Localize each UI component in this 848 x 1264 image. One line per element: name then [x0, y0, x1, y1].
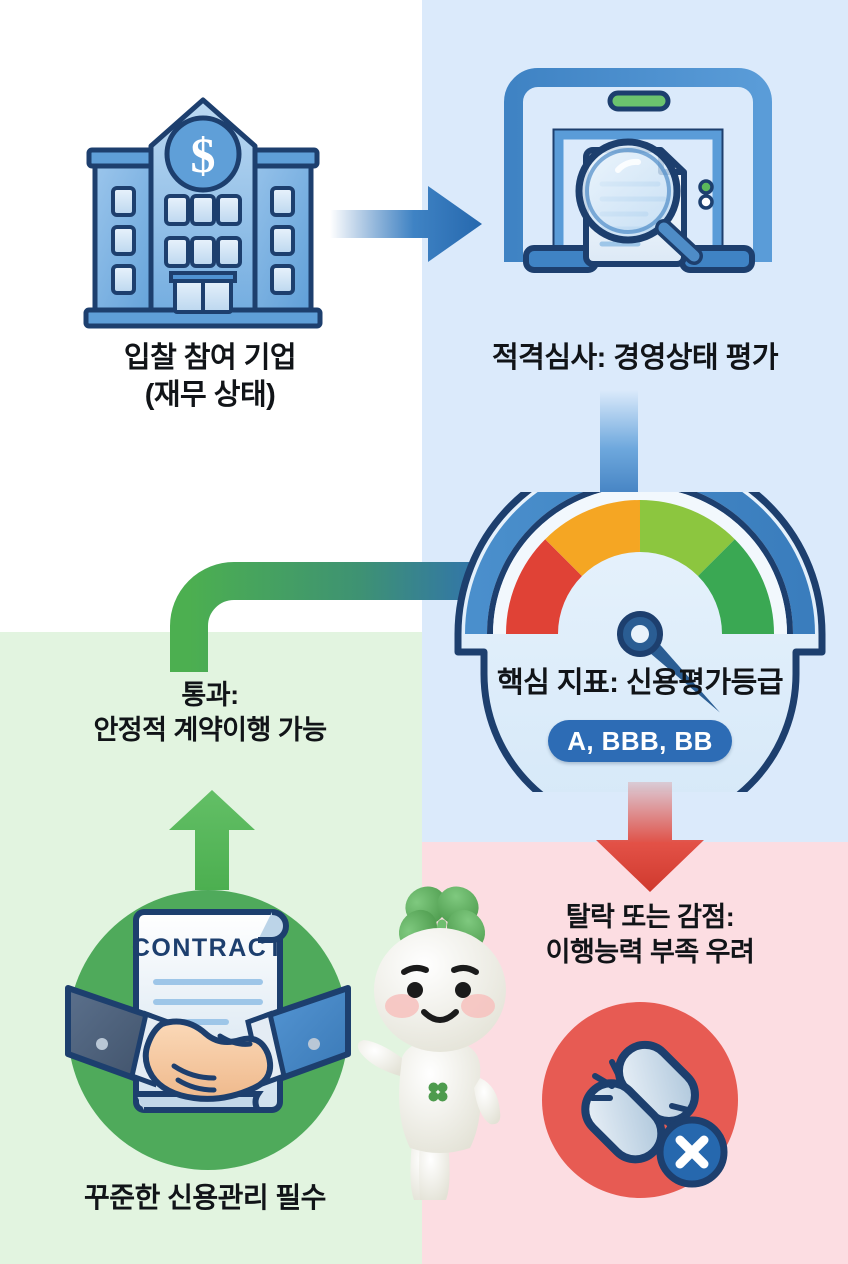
- arrow-down-fail-icon: [596, 782, 704, 892]
- company-caption: 입찰 참여 기업 (재무 상태): [123, 342, 297, 412]
- broken-chain-icon: [542, 1002, 738, 1198]
- fail-caption: 탈락 또는 감점: 이행능력 부족 우려: [545, 902, 755, 967]
- handshake-contract-icon: CONTRACT: [65, 890, 351, 1170]
- security-scanner-document-magnifier-icon: [504, 68, 772, 273]
- pass-caption: 통과: 안정적 계약이행 가능: [93, 680, 327, 745]
- screening-caption: 적격심사: 경영상태 평가: [491, 342, 779, 374]
- arrow-up-pass-icon: [169, 790, 255, 890]
- credit-rating-gauge-icon: [454, 492, 826, 792]
- connector-gauge-to-pass: [170, 562, 500, 672]
- svg-text:$: $: [191, 127, 216, 183]
- clover-mascot: [357, 886, 506, 1200]
- bank-building-icon: $: [83, 97, 323, 329]
- gauge-title: 핵심 지표: 신용평가등급: [496, 667, 784, 699]
- contract-label: CONTRACT: [132, 934, 284, 962]
- credit-grade-badge: A, BBB, BB: [548, 720, 732, 762]
- arrow-right-icon: [330, 186, 482, 262]
- contract-footer-caption: 꾸준한 신용관리 필수: [84, 1182, 326, 1213]
